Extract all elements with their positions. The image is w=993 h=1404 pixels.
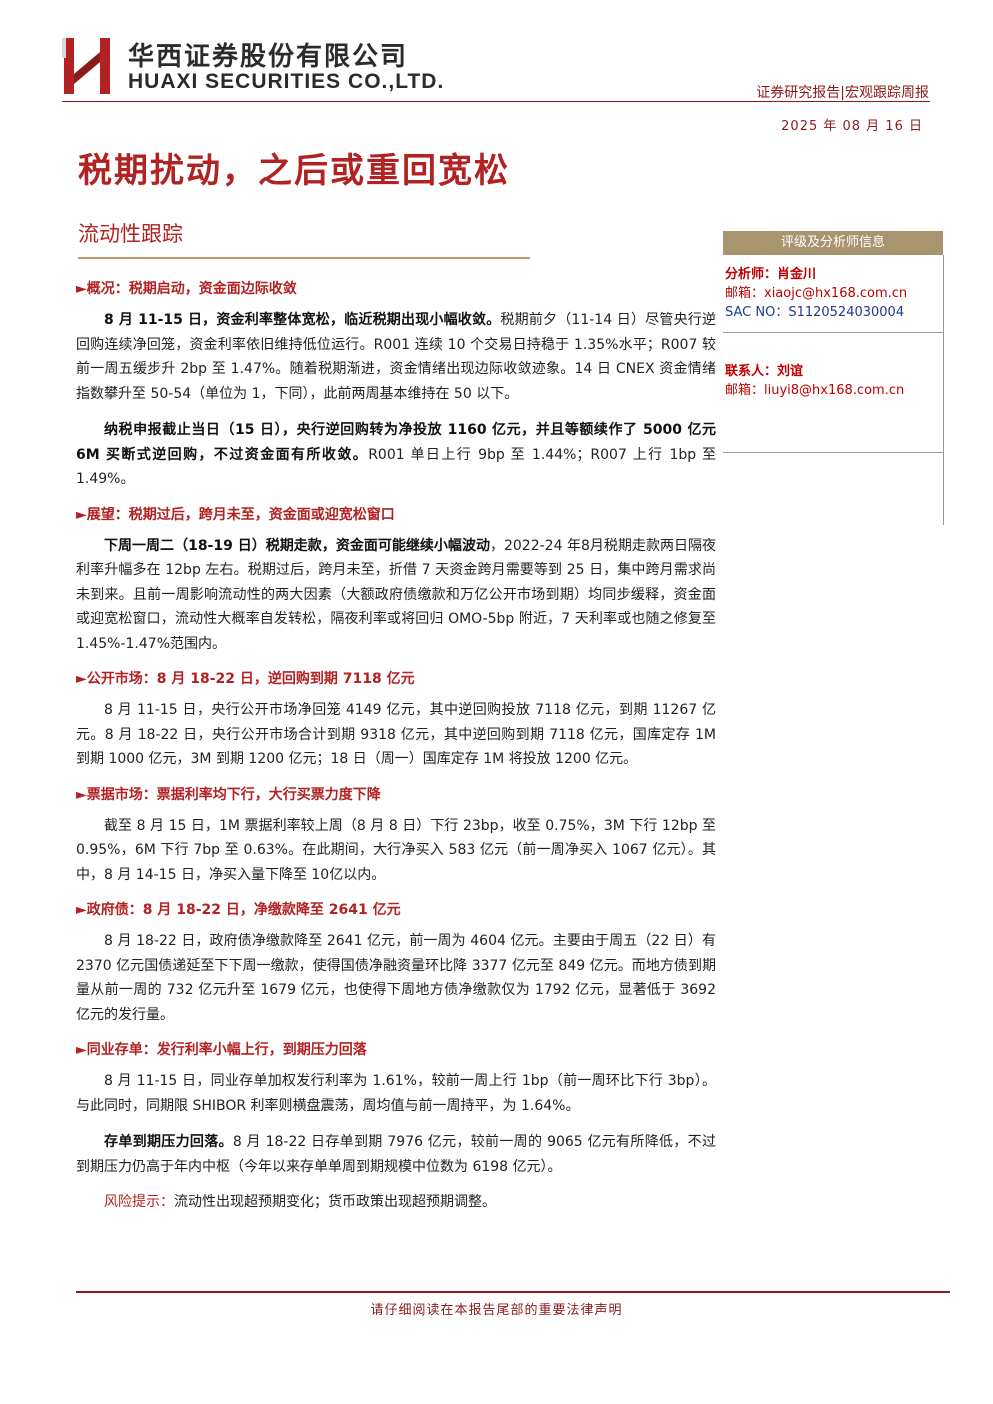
section-heading: ►同业存单：发行利率小幅上行，到期压力回落 [76,1042,367,1058]
paragraph-lead: 纳税申报截止当日（15 日），央行逆回购转为净投放 1160 亿元，并且等额续作… [76,422,716,463]
section-underline [78,257,530,259]
paragraph: 8 月 18-22 日，政府债净缴款降至 2641 亿元，前一周为 4604 亿… [76,929,716,1027]
company-name-en: HUAXI SECURITIES CO.,LTD. [128,70,445,93]
report-date: 2025 年 08 月 16 日 [781,119,923,134]
section-heading: ►票据市场：票据利率均下行，大行买票力度下降 [76,786,381,803]
contact-name: 联系人：刘谊 [725,364,804,379]
paragraph-lead: 存单到期压力回落。 [104,1134,233,1150]
company-name-cn: 华西证券股份有限公司 [128,42,409,72]
analyst-info-panel: 评级及分析师信息 分析师：肖金川 邮箱：xiaojc@hx168.com.cn … [723,231,944,526]
section-heading: ►公开市场：8 月 18-22 日，逆回购到期 7118 亿元 [76,671,415,687]
report-body: ►概况：税期启动，资金面边际收敛 8 月 11-15 日，资金利率整体宽松，临近… [76,272,716,1213]
paragraph: 截至 8 月 15 日，1M 票据利率较上周（8 月 8 日）下行 23bp，收… [76,814,716,888]
paragraph-text: 8 月 11-15 日，同业存单加权发行利率为 1.61%，较前一周上行 1bp… [76,1073,716,1114]
paragraph: 存单到期压力回落。8 月 18-22 日存单到期 7976 亿元，较前一周的 9… [76,1130,716,1179]
section-heading: ►展望：税期过后，跨月未至，资金面或迎宽松窗口 [76,506,395,523]
sidebar-divider [723,452,943,453]
paragraph-text: 8 月 18-22 日存单到期 7976 亿元，较前一周的 9065 亿元有所降… [76,1134,716,1175]
legal-notice: 请仔细阅读在本报告尾部的重要法律声明 [370,1303,623,1318]
header-divider [62,101,930,102]
section-overview: ►概况：税期启动，资金面边际收敛 8 月 11-15 日，资金利率整体宽松，临近… [76,278,716,492]
paragraph: 8 月 11-15 日，央行公开市场净回笼 4149 亿元，其中逆回购投放 71… [76,698,716,772]
paragraph: 8 月 11-15 日，同业存单加权发行利率为 1.61%，较前一周上行 1bp… [76,1069,716,1118]
paragraph-text: 截至 8 月 15 日，1M 票据利率较上周（8 月 8 日）下行 23bp，收… [76,817,716,883]
paragraph-text: ，2022-24 年8月税期走款两日隔夜利率升幅多在 12bp 左右。税期过后，… [76,537,716,652]
risk-warning: 风险提示：流动性出现超预期变化；货币政策出现超预期调整。 [76,1191,716,1213]
paragraph: 下周一周二（18-19 日）税期走款，资金面可能继续小幅波动，2022-24 年… [76,534,716,657]
analyst-name: 分析师：肖金川 [725,267,817,282]
section-heading: ►政府债：8 月 18-22 日，净缴款降至 2641 亿元 [76,902,401,918]
contact-email: 邮箱：liuyi8@hx168.com.cn [725,383,905,398]
section-bill-market: ►票据市场：票据利率均下行，大行买票力度下降 截至 8 月 15 日，1M 票据… [76,784,716,888]
report-series: 证券研究报告|宏观跟踪周报 [756,85,929,101]
paragraph-lead: 下周一周二（18-19 日）税期走款，资金面可能继续小幅波动 [104,537,490,554]
sidebar-divider [723,332,943,333]
analyst-email-text: 邮箱：xiaojc@hx168.com.cn [725,286,908,301]
footer-divider [76,1291,950,1293]
company-logo-icon [62,34,114,96]
analyst-email: 邮箱：xiaojc@hx168.com.cn [725,282,907,301]
paragraph-text: 8 月 11-15 日，央行公开市场净回笼 4149 亿元，其中逆回购投放 71… [76,702,716,767]
paragraph-text: 税期前夕（11-14 日）尽管央行逆回购连续净回笼，资金利率依旧维持低位运行。R… [76,312,716,402]
paragraph-text: R001 单日上行 9bp 至 1.44%；R007 上行 1bp 至 1.49… [76,446,717,488]
paragraph-text: 8 月 18-22 日，政府债净缴款降至 2641 亿元，前一周为 4604 亿… [76,933,716,1023]
paragraph: 8 月 11-15 日，资金利率整体宽松，临近税期出现小幅收敛。税期前夕（11-… [76,308,716,406]
analyst-sac-number: SAC NO：S1120524030004 [725,305,905,320]
section-government-bonds: ►政府债：8 月 18-22 日，净缴款降至 2641 亿元 8 月 18-22… [76,899,716,1027]
paragraph: 纳税申报截止当日（15 日），央行逆回购转为净投放 1160 亿元，并且等额续作… [76,418,716,492]
analyst-info-header: 评级及分析师信息 [723,231,943,255]
section-outlook: ►展望：税期过后，跨月未至，资金面或迎宽松窗口 下周一周二（18-19 日）税期… [76,504,716,657]
section-heading: ►概况：税期启动，资金面边际收敛 [76,281,297,297]
risk-label: 风险提示： [104,1194,174,1210]
risk-text: 流动性出现超预期变化；货币政策出现超预期调整。 [174,1194,496,1210]
section-ncd: ►同业存单：发行利率小幅上行，到期压力回落 8 月 11-15 日，同业存单加权… [76,1039,716,1179]
report-title: 税期扰动，之后或重回宽松 [78,151,510,191]
paragraph-lead: 8 月 11-15 日，资金利率整体宽松，临近税期出现小幅收敛。 [104,312,501,328]
section-label: 流动性跟踪 [78,222,183,246]
analyst-info-frame [723,255,944,525]
section-open-market: ►公开市场：8 月 18-22 日，逆回购到期 7118 亿元 8 月 11-1… [76,668,716,772]
